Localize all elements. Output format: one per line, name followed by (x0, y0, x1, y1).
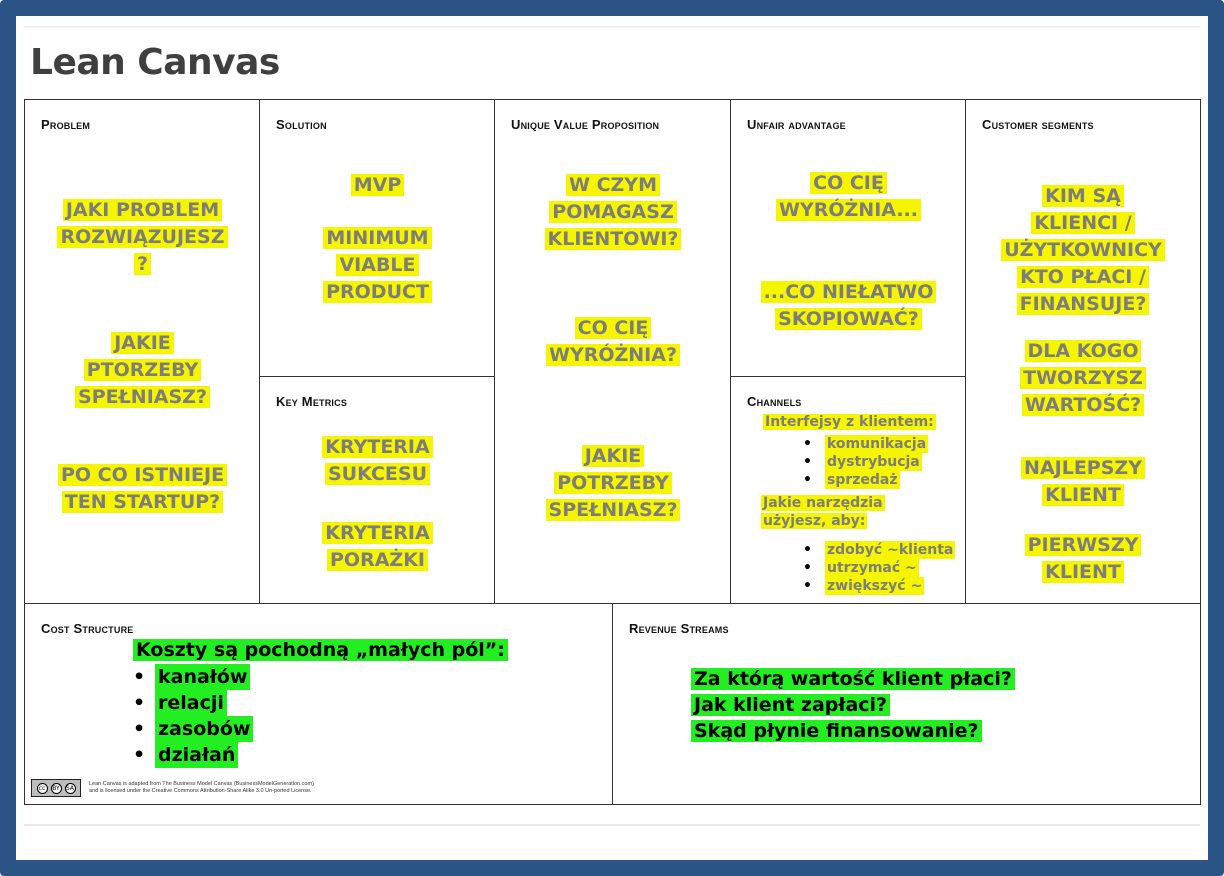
cost-items-list: •kanałów •relacji •zasobów •działań (133, 664, 254, 768)
top-divider (24, 26, 1200, 28)
channels-header: Channels (747, 394, 802, 409)
page-title: Lean Canvas (30, 42, 280, 83)
cost-item: •zasobów (133, 716, 254, 742)
channels-list-1: •komunikacja •dystrybucja •sprzedaż (803, 435, 929, 489)
problem-header: Problem (41, 117, 91, 132)
unfair-advantage-header: Unfair advantage (747, 117, 846, 132)
uvp-question-3: JAKIE POTRZEBY SPEŁNIASZ? (495, 443, 731, 524)
uvp-question-1: W CZYM POMAGASZ KLIENTOWI? (495, 172, 731, 253)
uvp-box: Unique Value Proposition W CZYM POMAGASZ… (495, 100, 731, 604)
segments-question-2: DLA KOGO TWORZYSZ WARTOŚĆ? (966, 338, 1200, 419)
problem-question-3: PO CO ISTNIEJE TEN STARTUP? (25, 462, 260, 516)
segments-best-client: NAJLEPSZY KLIENT (966, 455, 1200, 509)
cost-intro: Koszty są pochodną „małych pól”: (133, 637, 508, 663)
channels-list-2: •zdobyć ~klienta •utrzymać ~ •zwiększyć … (803, 541, 956, 595)
unfair-question-2: ...CO NIEŁATWO SKOPIOWAĆ? (731, 279, 966, 333)
metrics-failure: KRYTERIA PORAŻKI (260, 520, 495, 574)
unfair-question-1: CO CIĘ WYRÓŻNIA... (731, 170, 966, 224)
solution-header: Solution (276, 117, 327, 132)
cost-item: •relacji (133, 690, 253, 716)
key-metrics-header: Key Metrics (276, 394, 348, 409)
metrics-success: KRYTERIA SUKCESU (260, 434, 495, 488)
revenue-streams-header: Revenue Streams (629, 621, 729, 636)
uvp-question-2: CO CIĘ WYRÓŻNIA? (495, 315, 731, 369)
uvp-header: Unique Value Proposition (511, 117, 660, 132)
channels-box: Channels Interfejsy z klientem: •komunik… (731, 377, 966, 604)
bottom-divider (24, 824, 1200, 826)
customer-segments-box: Customer segments KIM SĄ KLIENCI / UŻYTK… (966, 100, 1200, 604)
key-metrics-box: Key Metrics KRYTERIA SUKCESU KRYTERIA PO… (260, 377, 495, 604)
revenue-questions: Za którą wartość klient płaci? Jak klien… (691, 666, 1015, 744)
problem-question-1: JAKI PROBLEM ROZWIĄZUJESZ ? (25, 197, 260, 278)
segments-question-1: KIM SĄ KLIENCI / UŻYTKOWNICY KTO PŁACI /… (966, 183, 1200, 318)
cost-item: •działań (133, 742, 253, 768)
channels-intro-1: Interfejsy z klientem: (763, 414, 936, 430)
license-line-2: and is licensed under the Creative Commo… (89, 788, 312, 794)
problem-box: Problem JAKI PROBLEM ROZWIĄZUJESZ ? JAKI… (25, 100, 260, 604)
cost-structure-box: Cost Structure Koszty są pochodną „małyc… (25, 604, 613, 804)
license-line-1: Lean Canvas is adapted from The Business… (89, 781, 314, 787)
customer-segments-header: Customer segments (982, 117, 1094, 132)
unfair-advantage-box: Unfair advantage CO CIĘ WYRÓŻNIA... ...C… (731, 100, 966, 377)
cost-item: •kanałów (133, 664, 253, 690)
channels-intro-2: Jakie narzędzia użyjesz, aby: (761, 495, 885, 529)
segments-first-client: PIERWSZY KLIENT (966, 532, 1200, 586)
revenue-streams-box: Revenue Streams Za którą wartość klient … (613, 604, 1200, 804)
lean-canvas-grid: Problem JAKI PROBLEM ROZWIĄZUJESZ ? JAKI… (24, 99, 1201, 805)
cost-structure-header: Cost Structure (41, 621, 134, 636)
solution-box: Solution MVP MINIMUM VIABLE PRODUCT (260, 100, 495, 377)
problem-question-2: JAKIE PTORZEBY SPEŁNIASZ? (25, 330, 260, 411)
solution-mvp-expanded: MINIMUM VIABLE PRODUCT (260, 225, 495, 306)
solution-mvp: MVP (260, 172, 495, 199)
